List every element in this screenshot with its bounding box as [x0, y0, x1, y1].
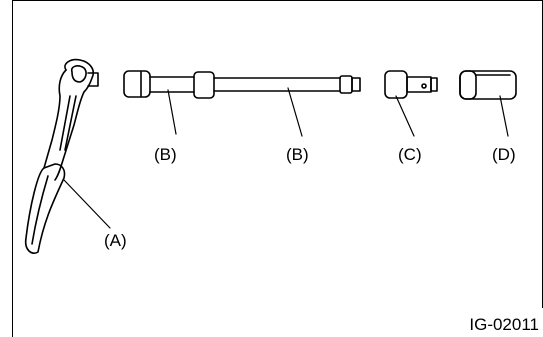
label-b-second: (B) [286, 145, 309, 164]
socket [459, 70, 517, 100]
label-a: (A) [104, 231, 127, 250]
leader-lines [63, 87, 509, 229]
figure-code: IG-02011 [469, 315, 539, 334]
label-c: (C) [398, 145, 422, 164]
leader-a [63, 179, 111, 229]
label-b-first: (B) [154, 145, 177, 164]
extension-bar-short [123, 70, 215, 99]
label-d: (D) [492, 145, 516, 164]
leader-d [499, 95, 509, 137]
leader-b2 [287, 87, 303, 137]
leader-b1 [167, 89, 177, 135]
extension-bar-long [213, 75, 361, 94]
ratchet-handle [24, 58, 99, 254]
adapter-joint [384, 70, 438, 99]
leader-c [395, 95, 415, 137]
